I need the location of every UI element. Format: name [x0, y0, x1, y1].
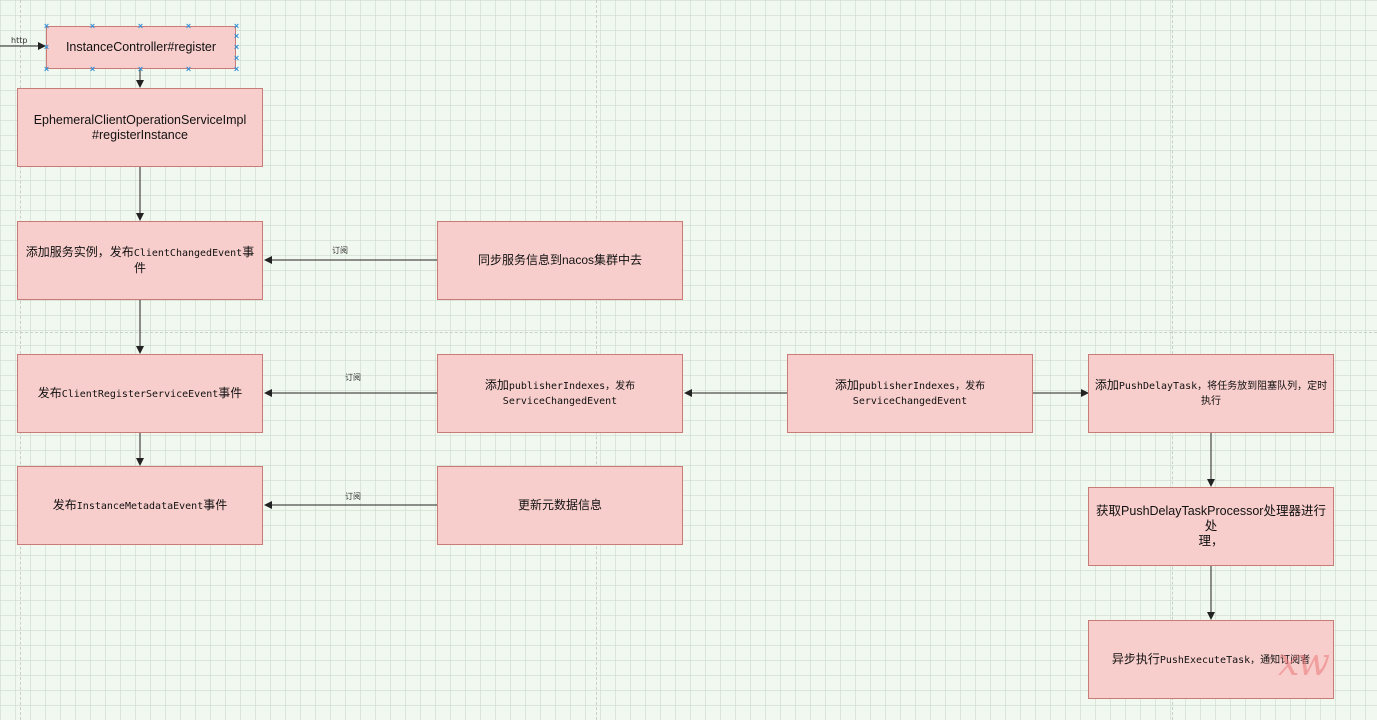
node-label-line1: EphemeralClientOperationServiceImpl	[33, 112, 247, 127]
node-add-publisher-indexes-1[interactable]: 添加publisherIndexes，发布 ServiceChangedEven…	[437, 354, 683, 433]
node-publish-instance-metadata-event[interactable]: 发布InstanceMetadataEvent事件	[17, 466, 263, 545]
node-update-metadata[interactable]: 更新元数据信息	[437, 466, 683, 545]
selection-handle[interactable]: ×	[233, 31, 240, 41]
node-instance-controller-register[interactable]: InstanceController#register	[46, 26, 236, 69]
node-label-line1: 获取PushDelayTaskProcessor处理器进行处	[1096, 504, 1326, 533]
page-divider	[0, 332, 1377, 333]
selection-handle[interactable]: ×	[43, 21, 50, 31]
node-label: 异步执行	[1111, 651, 1160, 666]
selection-handle[interactable]: ×	[43, 64, 50, 74]
event-name: InstanceMetadataEvent	[76, 500, 204, 512]
node-label: InstanceController#register	[65, 40, 217, 54]
node-add-service-instance[interactable]: 添加服务实例，发布ClientChangedEvent事件	[17, 221, 263, 300]
node-label-mono: publisherIndexes，发布	[858, 381, 986, 392]
node-label: 更新元数据信息	[517, 498, 602, 512]
selection-handle[interactable]: ×	[137, 21, 144, 31]
node-label-suffix: 事件	[133, 245, 255, 275]
node-label-line2: 执行	[1201, 396, 1221, 407]
node-label-suffix: 事件	[218, 385, 243, 400]
event-name: ServiceChangedEvent	[502, 396, 618, 407]
node-add-publisher-indexes-2[interactable]: 添加publisherIndexes，发布 ServiceChangedEven…	[787, 354, 1033, 433]
selection-handle[interactable]: ×	[185, 21, 192, 31]
edge-label-subscribe: 订阅	[332, 246, 348, 255]
selection-handle[interactable]: ×	[233, 21, 240, 31]
selection-handle[interactable]: ×	[233, 42, 240, 52]
selection-handle[interactable]: ×	[233, 53, 240, 63]
node-label: 同步服务信息到nacos集群中去	[477, 253, 643, 267]
node-add-push-delay-task[interactable]: 添加PushDelayTask，将任务放到阻塞队列，定时 执行	[1088, 354, 1334, 433]
node-label: 添加	[834, 378, 859, 392]
node-label: 添加	[1094, 378, 1119, 392]
edge-label-http: http	[11, 36, 28, 45]
watermark: xw	[1278, 640, 1330, 684]
event-name: ClientChangedEvent	[133, 248, 243, 259]
node-label-line2: #registerInstance	[92, 127, 188, 142]
edge-label-subscribe: 订阅	[345, 492, 361, 501]
node-push-delay-task-processor[interactable]: 获取PushDelayTaskProcessor处理器进行处 理，	[1088, 487, 1334, 566]
selection-handle[interactable]: ×	[89, 21, 96, 31]
node-ephemeral-register-instance[interactable]: EphemeralClientOperationServiceImpl #reg…	[17, 88, 263, 167]
node-label: 发布	[37, 385, 62, 400]
node-label: 添加	[484, 378, 509, 392]
event-name: ServiceChangedEvent	[852, 396, 968, 407]
node-label: 添加服务实例，发布	[25, 245, 134, 259]
selection-handle[interactable]: ×	[233, 64, 240, 74]
node-label-line2: 理，	[1198, 534, 1224, 548]
edge-label-subscribe: 订阅	[345, 373, 361, 382]
node-sync-nacos-cluster[interactable]: 同步服务信息到nacos集群中去	[437, 221, 683, 300]
node-async-push-execute-task[interactable]: 异步执行PushExecuteTask，通知订阅者	[1088, 620, 1334, 699]
node-label-mono: PushDelayTask，将任务放到阻塞队列，定时	[1118, 381, 1328, 392]
selection-handle[interactable]: ×	[137, 64, 144, 74]
node-publish-client-register-service-event[interactable]: 发布ClientRegisterServiceEvent事件	[17, 354, 263, 433]
selection-handle[interactable]: ×	[185, 64, 192, 74]
node-label-suffix: 事件	[203, 497, 228, 512]
selection-handle[interactable]: ×	[43, 42, 50, 52]
node-label: 发布	[52, 497, 77, 512]
node-label-mono: PushExecuteTask，通知订阅者	[1159, 654, 1311, 666]
node-label-mono: publisherIndexes，发布	[508, 381, 636, 392]
selection-handle[interactable]: ×	[89, 64, 96, 74]
event-name: ClientRegisterServiceEvent	[61, 388, 219, 400]
